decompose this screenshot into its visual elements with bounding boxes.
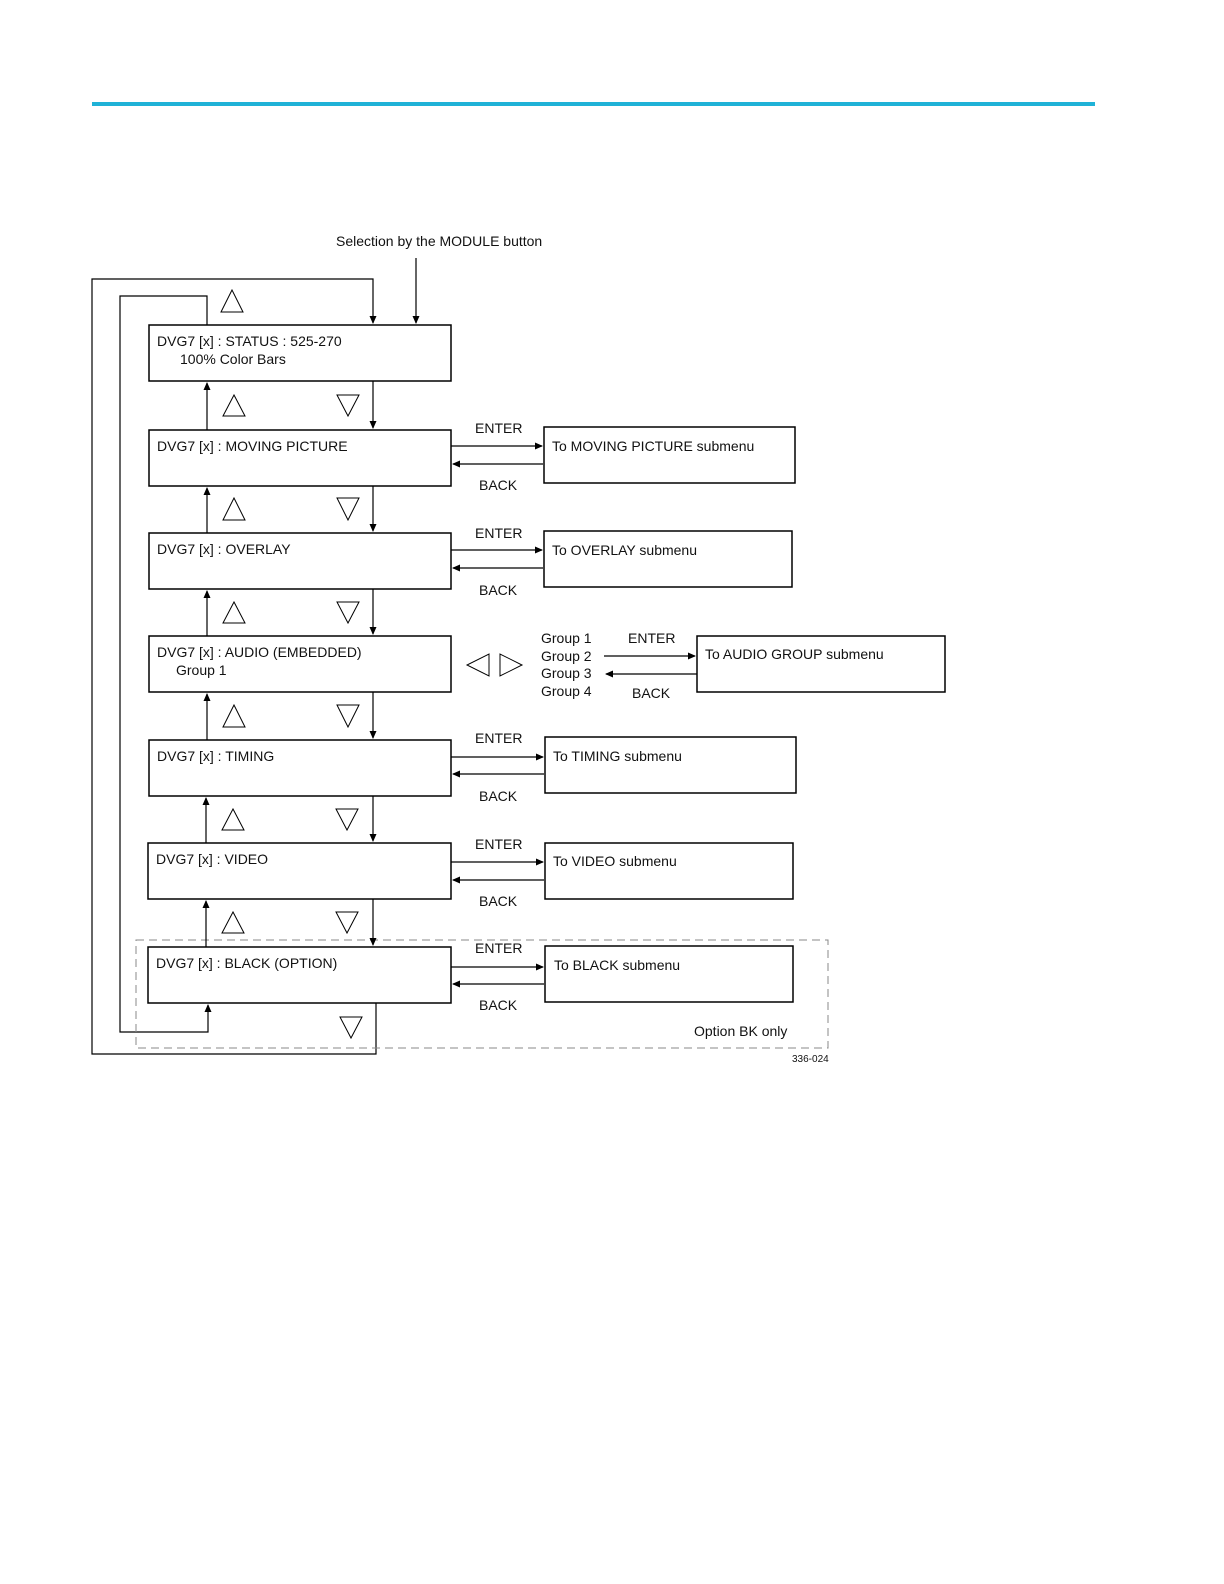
enter-label: ENTER (475, 730, 522, 746)
submenu-label-timing: To TIMING submenu (553, 748, 682, 764)
menu-audio-line1: DVG7 [x] : AUDIO (EMBEDDED) (157, 644, 362, 660)
down-arrow-icon (339, 1016, 363, 1040)
submenu-label-audio-group: To AUDIO GROUP submenu (705, 646, 884, 662)
up-arrow-icon (222, 703, 246, 728)
menu-timing-line1: DVG7 [x] : TIMING (157, 748, 274, 764)
figure-id: 336-024 (792, 1054, 829, 1065)
up-arrow-icon (220, 288, 244, 313)
option-bk-region (135, 939, 829, 1049)
submenu-label-overlay: To OVERLAY submenu (552, 542, 697, 558)
menu-moving-picture-line1: DVG7 [x] : MOVING PICTURE (157, 438, 348, 454)
submenu-box-overlay[interactable] (543, 530, 793, 588)
down-arrow-icon (336, 601, 360, 625)
menu-overlay-line1: DVG7 [x] : OVERLAY (157, 541, 291, 557)
back-label: BACK (632, 685, 671, 701)
enter-label: ENTER (475, 940, 522, 956)
back-label: BACK (479, 788, 518, 804)
menu-box-black[interactable] (147, 946, 452, 1004)
right-arrow-icon (499, 653, 524, 677)
up-arrow-icon (221, 807, 245, 831)
up-arrow-icon (222, 496, 246, 521)
audio-group-option: Group 1 (541, 630, 592, 646)
back-label: BACK (479, 893, 518, 909)
submenu-box-black[interactable] (544, 945, 794, 1003)
down-arrow-icon (336, 704, 360, 729)
menu-video-line1: DVG7 [x] : VIDEO (156, 851, 268, 867)
enter-label: ENTER (475, 420, 522, 436)
menu-box-overlay[interactable] (148, 532, 452, 590)
left-arrow-icon (465, 653, 490, 677)
submenu-label-black: To BLACK submenu (554, 957, 680, 973)
header-rule (92, 102, 1095, 106)
menu-box-moving-picture[interactable] (148, 429, 452, 487)
option-note: Option BK only (694, 1023, 787, 1039)
back-label: BACK (479, 477, 518, 493)
submenu-box-video[interactable] (544, 842, 794, 900)
menu-box-video[interactable] (147, 842, 452, 900)
menu-box-status[interactable] (148, 324, 452, 382)
menu-audio-line2: Group 1 (176, 662, 227, 678)
up-arrow-icon (222, 600, 246, 624)
menu-status-line2: 100% Color Bars (180, 351, 286, 367)
submenu-box-timing[interactable] (544, 736, 797, 794)
menu-status-line1: DVG7 [x] : STATUS : 525-270 (157, 333, 342, 349)
down-arrow-icon (336, 394, 360, 418)
enter-label: ENTER (475, 525, 522, 541)
down-arrow-icon (336, 497, 360, 522)
enter-label: ENTER (475, 836, 522, 852)
menu-black-line1: DVG7 [x] : BLACK (OPTION) (156, 955, 337, 971)
menu-box-audio[interactable] (148, 635, 452, 693)
wrap-down-loop (91, 278, 377, 1055)
back-label: BACK (479, 997, 518, 1013)
up-arrow-icon (221, 910, 245, 934)
submenu-box-moving-picture[interactable] (543, 426, 796, 484)
audio-group-option: Group 3 (541, 665, 592, 681)
wrap-up-loop (119, 295, 212, 1033)
submenu-label-moving-picture: To MOVING PICTURE submenu (552, 438, 754, 454)
submenu-box-audio-group[interactable] (696, 635, 946, 693)
up-arrow-icon (222, 393, 246, 417)
down-arrow-icon (335, 911, 359, 935)
audio-group-option: Group 2 (541, 648, 592, 664)
enter-label: ENTER (628, 630, 675, 646)
entry-label: Selection by the MODULE button (336, 233, 542, 249)
menu-box-timing[interactable] (148, 739, 452, 797)
submenu-label-video: To VIDEO submenu (553, 853, 677, 869)
down-arrow-icon (335, 808, 359, 832)
back-label: BACK (479, 582, 518, 598)
audio-group-option: Group 4 (541, 683, 592, 699)
